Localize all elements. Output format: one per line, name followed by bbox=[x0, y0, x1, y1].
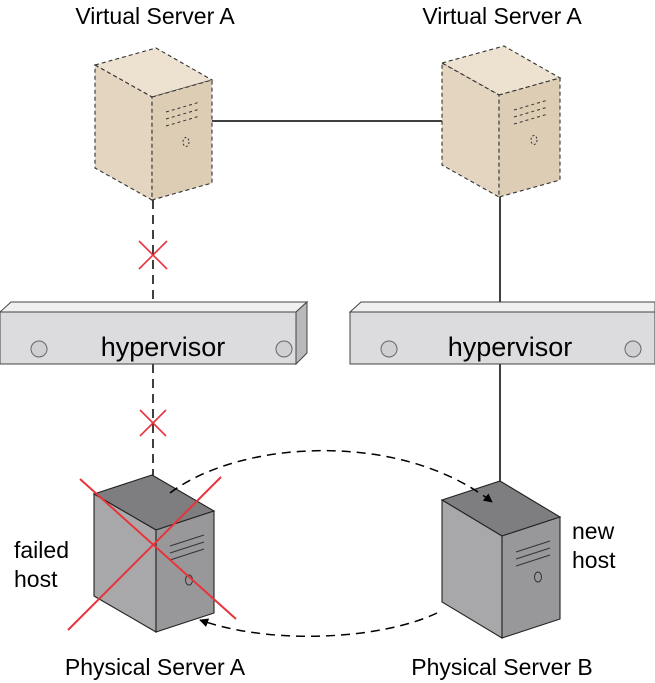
hypervisor-screw-icon bbox=[624, 340, 642, 358]
hypervisor-screw-icon bbox=[30, 340, 48, 358]
hypervisor-screw-icon bbox=[380, 340, 398, 358]
failed-host-line: host bbox=[14, 566, 58, 592]
failed-host-x-icon bbox=[67, 476, 237, 631]
hypervisor-left-label: hypervisor bbox=[100, 332, 226, 362]
failover-arrow-bottom bbox=[199, 612, 438, 638]
hypervisor-right-label: hypervisor bbox=[447, 332, 573, 362]
new-host-line: new bbox=[572, 518, 615, 544]
hypervisor-bar-right bbox=[348, 301, 655, 365]
physical-server-right-label: Physical Server B bbox=[411, 654, 593, 680]
connection-failure-x-icon bbox=[139, 409, 167, 437]
virtual-server-left bbox=[93, 47, 214, 201]
new-host-line: host bbox=[572, 547, 616, 573]
failed-host-line: failed bbox=[14, 537, 69, 563]
connection-failure-x-icon bbox=[138, 240, 168, 270]
hypervisor-bar-left bbox=[0, 300, 309, 366]
new-host-label: new host bbox=[572, 517, 642, 575]
physical-server-left-label: Physical Server A bbox=[64, 654, 246, 680]
physical-server-right bbox=[440, 480, 562, 639]
virtual-server-left-label: Virtual Server A bbox=[75, 3, 235, 29]
virtual-server-right-label: Virtual Server A bbox=[422, 3, 582, 29]
physical-server-left bbox=[92, 474, 216, 633]
hypervisor-screw-icon bbox=[275, 340, 293, 358]
failover-arrow-top bbox=[169, 449, 493, 503]
virtual-server-right bbox=[440, 45, 562, 198]
failed-host-label: failed host bbox=[14, 536, 84, 594]
